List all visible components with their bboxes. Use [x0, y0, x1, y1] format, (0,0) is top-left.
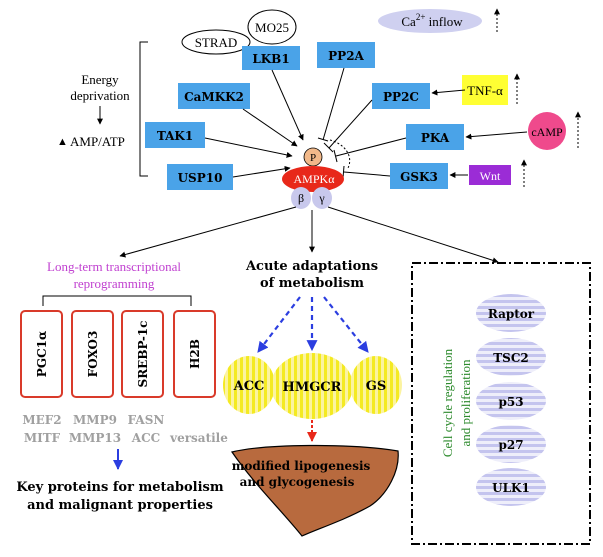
camp-label: cAMP: [531, 125, 563, 139]
liver-label-line2: and glycogenesis: [240, 475, 355, 489]
acute-title-line1: Acute adaptations: [245, 259, 378, 274]
cell-cycle-oval-p53: [476, 382, 546, 420]
energy-label-line1: Energy: [81, 72, 119, 87]
pp2c-label: PP2C: [383, 90, 419, 104]
gamma-subunit: [312, 187, 332, 209]
cell-cycle-oval-tsc2: [476, 338, 546, 376]
gsk3-box: [390, 163, 448, 189]
tf-target-mef2: MEF2: [22, 413, 61, 427]
usp10-label: USP10: [178, 171, 223, 185]
wnt-label: Wnt: [480, 169, 501, 183]
camp-circle: [528, 112, 566, 150]
liver-label-line1: modified lipogenesis: [232, 459, 371, 473]
cell-cycle-title-line2: and proliferation: [458, 359, 473, 446]
amp-increase-triangle: ▲: [57, 136, 68, 148]
strad-ellipse: [181, 29, 251, 55]
ampk-dashed-arc: [329, 139, 351, 169]
camkk2-label: CaMKK2: [184, 90, 244, 104]
mo25-ellipse: [247, 9, 297, 45]
energy-bracket: [139, 41, 148, 177]
upstream-inhibit-lines: [317, 67, 407, 179]
pp2c-box: [372, 83, 430, 109]
beta-subunit: [291, 187, 311, 209]
tf-group-srebp1c: SREBP-1c: [121, 310, 164, 398]
tnf-box: [462, 75, 508, 105]
wnt-box: [469, 165, 511, 185]
cell-cycle-label-ulk1: ULK1: [492, 481, 530, 495]
cell-cycle-oval-ulk1: [476, 468, 546, 506]
gs-target-label: GS: [366, 379, 387, 394]
tf-label-srebp1c: SREBP-1c: [136, 321, 150, 388]
cell-cycle-oval-p27: [476, 425, 546, 463]
strad-label: STRAD: [195, 35, 238, 50]
acc-target-label: ACC: [233, 379, 265, 394]
ca-inflow-label: Ca2+ inflow: [401, 12, 463, 29]
tf-group-h2b: H2B: [173, 310, 216, 398]
tf-target-mmp13: MMP13: [69, 431, 121, 445]
downstream-arrows: [119, 206, 499, 264]
cell-cycle-box: [411, 262, 591, 545]
tf-box-h2b: [173, 310, 216, 398]
cell-cycle-title-line1: Cell cycle regulation: [440, 348, 455, 457]
pka-label: PKA: [421, 131, 450, 145]
ca-inflow-ellipse: [378, 9, 482, 33]
tf-group-pgc1a: PGC1α: [20, 310, 63, 398]
ampk-alpha-ellipse: [282, 166, 344, 192]
transcription-title-line2: reprogramming: [74, 276, 155, 291]
hmgcr-target-label: HMGCR: [283, 380, 342, 395]
tf-label-foxo3: FOXO3: [86, 331, 100, 378]
tf-target-fasn: FASN: [128, 413, 165, 427]
transcription-title-line1: Long-term transcriptional: [47, 259, 181, 274]
tf-group-foxo3: FOXO3: [71, 310, 114, 398]
cell-cycle-label-tsc2: TSC2: [493, 351, 529, 365]
mo25-label: MO25: [255, 20, 289, 35]
transcription-bracket: [42, 295, 192, 306]
upstream-arrows: [204, 69, 528, 178]
usp10-box: [167, 164, 233, 190]
transcription-result-line2: and malignant properties: [27, 498, 213, 513]
tf-target-mmp9: MMP9: [73, 413, 117, 427]
cell-cycle-label-p53: p53: [498, 395, 523, 409]
transcription-result-line1: Key proteins for metabolism: [16, 480, 224, 495]
amp-atp-label: AMP/ATP: [70, 134, 125, 149]
phosphate-label: P: [310, 152, 316, 164]
tf-label-h2b: H2B: [188, 339, 202, 369]
pp2a-label: PP2A: [328, 49, 364, 63]
cell-cycle-oval-raptor: [476, 294, 546, 332]
tf-box-srebp1c: [121, 310, 164, 398]
pka-box: [406, 124, 464, 150]
gamma-label: γ: [318, 191, 325, 205]
tf-box-pgc1a: [20, 310, 63, 398]
camkk2-box: [178, 83, 250, 109]
beta-label: β: [298, 191, 304, 205]
pp2a-box: [317, 42, 375, 68]
hmgcr-target-ellipse: [271, 353, 353, 419]
lkb1-label: LKB1: [252, 52, 289, 66]
gs-target-ellipse: [350, 356, 402, 414]
tf-label-pgc1a: PGC1α: [35, 331, 49, 377]
acute-title-line2: of metabolism: [260, 276, 364, 291]
lkb1-box: [242, 46, 300, 70]
tak1-box: [145, 122, 205, 148]
acc-target-ellipse: [223, 356, 275, 414]
liver-shape: [231, 444, 399, 537]
tak1-label: TAK1: [157, 129, 193, 143]
tf-target-acc: ACC: [131, 431, 160, 445]
tf-target-mitf: MITF: [24, 431, 61, 445]
tf-box-foxo3: [71, 310, 114, 398]
ampk-alpha-label: AMPKα: [294, 172, 336, 186]
tnf-label: TNF-α: [467, 83, 503, 98]
tf-target-versatile: versatile: [169, 431, 228, 445]
cell-cycle-label-raptor: Raptor: [488, 307, 535, 321]
gsk3-label: GSK3: [400, 170, 438, 184]
acute-dashed-arrows: [257, 296, 369, 353]
cell-cycle-label-p27: p27: [498, 438, 523, 452]
energy-label-line2: deprivation: [70, 88, 130, 103]
